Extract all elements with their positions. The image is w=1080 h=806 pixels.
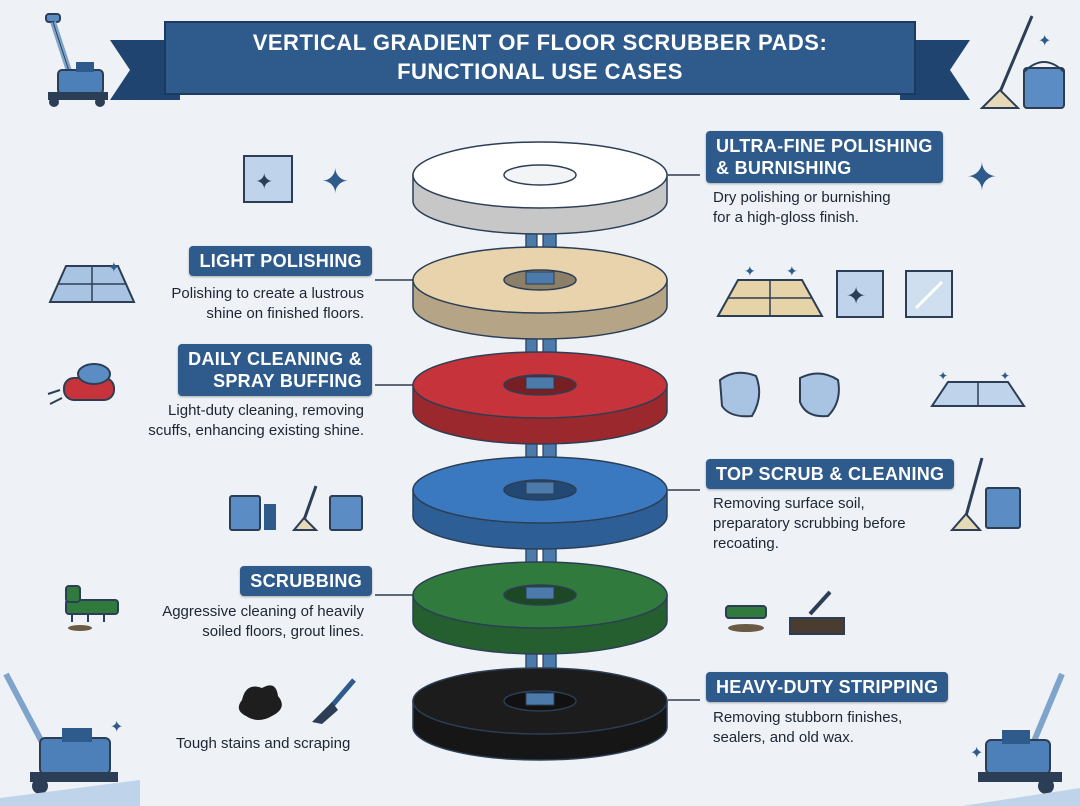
desc-line: Removing stubborn finishes, [713,709,903,726]
label-line: DAILY CLEANING & [188,349,362,369]
mop-bucket-icon [949,457,1021,531]
label-line: LIGHT POLISHING [199,251,362,271]
svg-text:✦: ✦ [1000,369,1010,383]
svg-text:✦: ✦ [110,717,123,736]
svg-text:✦: ✦ [938,369,948,383]
mop-bucket-icon: ✦ [979,15,1065,109]
pad-desc-daily-cleaning: Light-duty cleaning, removing scuffs, en… [148,401,364,441]
pad-disc [412,246,668,340]
desc-line: Removing surface soil, [713,495,865,512]
sparkle-icon: ✦ [836,270,953,318]
pad-label-light-polishing: LIGHT POLISHING [189,246,372,276]
brush-icon [65,585,119,631]
title-banner [110,21,970,100]
desc-line: for a high-gloss finish. [713,209,859,226]
desc-line: Light-duty cleaning, removing [168,402,364,419]
floor-machine-icon: ✦ [962,672,1080,806]
label-line: SPRAY BUFFING [213,371,362,391]
pad-desc-top-scrub: Removing surface soil, preparatory scrub… [713,494,906,554]
pad-label-ultra-fine: ULTRA-FINE POLISHING & BURNISHING [706,131,943,183]
pad-disc [412,456,668,550]
label-line: TOP SCRUB & CLEANING [716,464,945,484]
desc-line: shine on finished floors. [206,305,364,322]
floor-machine-icon [45,13,108,107]
bucket-icon [229,485,363,531]
svg-text:✦: ✦ [108,260,120,276]
sparkle-icon: ✦ [966,155,998,199]
label-line: HEAVY-DUTY STRIPPING [716,677,939,697]
svg-text:✦: ✦ [846,282,866,310]
tile-floor-icon: ✦ ✦ [716,264,824,317]
svg-text:✦: ✦ [966,155,998,199]
pad-disc [412,561,668,655]
stain-icon [238,678,356,724]
svg-text:✦: ✦ [255,170,273,195]
pad-desc-light-polishing: Polishing to create a lustrous shine on … [171,284,364,324]
label-line: SCRUBBING [250,571,362,591]
pad-desc-scrubbing: Aggressive cleaning of heavily soiled fl… [162,602,364,642]
page-title: VERTICAL GRADIENT OF FLOOR SCRUBBER PADS… [170,28,910,86]
floor-machine-icon: ✦ [0,672,140,806]
pad-label-scrubbing: SCRUBBING [240,566,372,596]
svg-text:✦: ✦ [970,743,983,762]
pad-disc [412,351,668,445]
pad-label-daily-cleaning: DAILY CLEANING & SPRAY BUFFING [178,344,372,396]
tile-floor-icon: ✦ ✦ [930,369,1026,407]
title-line-1: VERTICAL GRADIENT OF FLOOR SCRUBBER PADS… [252,30,828,55]
pad-desc-ultra-fine: Dry polishing or burnishing for a high-g… [713,188,891,228]
brush-icon [47,363,115,405]
sparkle-icon: ✦ ✦ [243,155,350,203]
desc-line: preparatory scrubbing before [713,515,906,532]
desc-line: Polishing to create a lustrous [171,285,364,302]
desc-line: scuffs, enhancing existing shine. [148,422,364,439]
desc-line: soiled floors, grout lines. [202,623,364,640]
pad-desc-heavy-duty: Removing stubborn finishes, sealers, and… [713,708,902,748]
label-line: ULTRA-FINE POLISHING [716,136,933,156]
svg-text:✦: ✦ [321,162,350,202]
label-line: & BURNISHING [716,158,852,178]
svg-text:✦: ✦ [786,264,798,280]
pad-disc [412,667,668,761]
desc-line: sealers, and old wax. [713,729,854,746]
title-line-2: FUNCTIONAL USE CASES [397,59,683,84]
scraper-icon [725,590,845,635]
pad-label-top-scrub: TOP SCRUB & CLEANING [706,459,955,489]
svg-text:✦: ✦ [1038,31,1051,50]
svg-text:✦: ✦ [744,264,756,280]
pad-disc [412,141,668,235]
desc-line: recoating. [713,535,779,552]
tile-floor-icon: ✦ [48,260,136,303]
pad-label-heavy-duty: HEAVY-DUTY STRIPPING [706,672,949,702]
stains-note: Tough stains and scraping [176,735,351,752]
desc-line: Aggressive cleaning of heavily [162,603,364,620]
desc-line: Dry polishing or burnishing [713,189,891,206]
cloth-icon [718,371,840,418]
